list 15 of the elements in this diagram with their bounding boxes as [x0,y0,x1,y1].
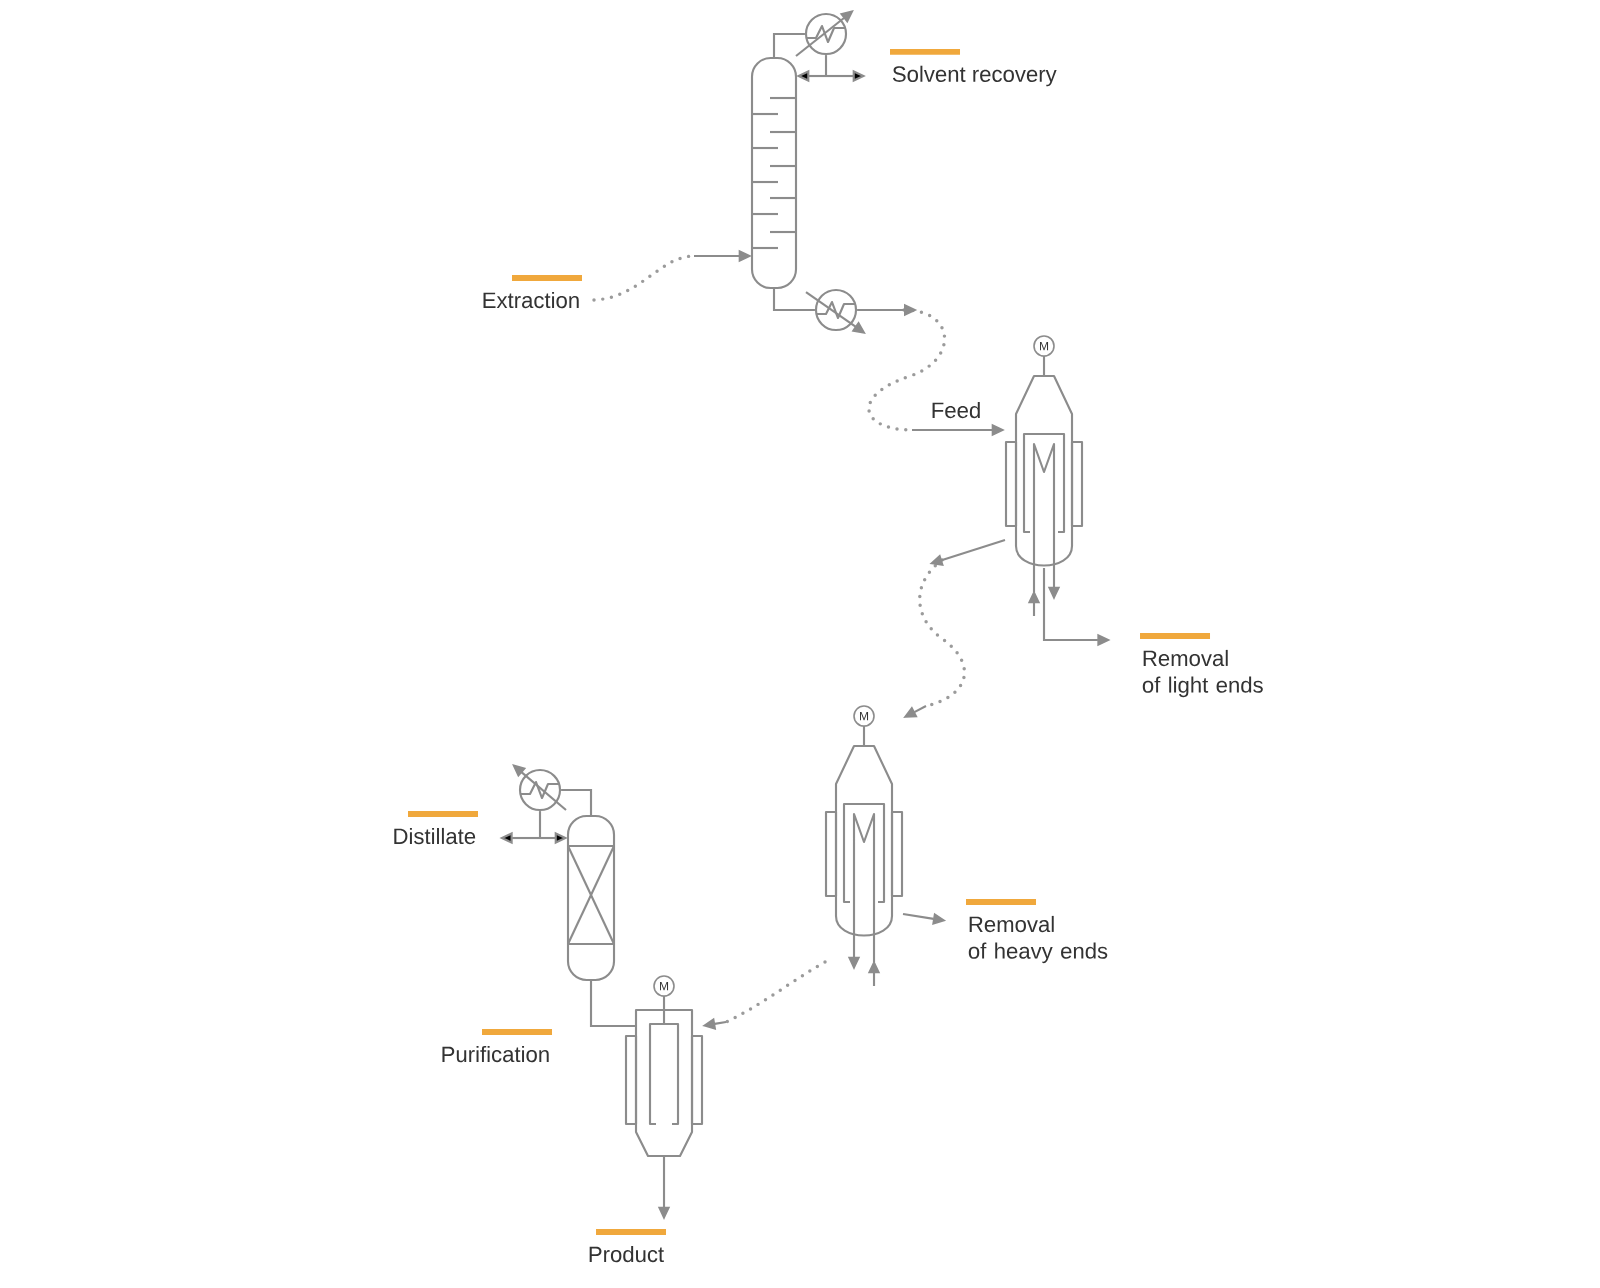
stage-label: Extraction [483,291,579,309]
stage-label: Purification [442,1045,549,1063]
distillation-column [750,56,798,290]
stage-label: Removal of light ends [1142,649,1263,698]
stage-label: Product [589,1245,664,1263]
flow-line [589,980,636,1028]
packed-column [566,814,616,982]
heat-exchanger [512,764,567,812]
flow-line [772,32,805,58]
flow-line [561,788,593,816]
flow-line [772,288,815,312]
stage-label: Distillate [394,827,476,845]
edge-label: Feed [928,399,984,421]
stage-label: Removal of heavy ends [968,915,1108,964]
stage-label: Solvent recovery [892,65,1057,87]
